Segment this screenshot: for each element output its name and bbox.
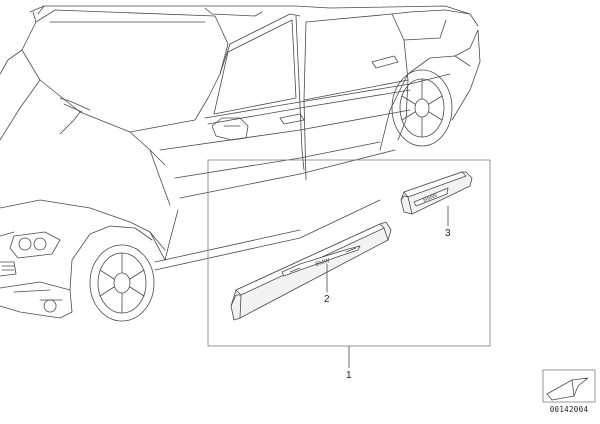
hood: [0, 49, 23, 75]
door-sill-strip-long: [230, 221, 392, 321]
front-bumper: [0, 281, 73, 319]
front-fender: [0, 199, 166, 251]
front-door-handle: [279, 113, 305, 125]
document-corner-icon: [542, 369, 596, 403]
document-number: 00142004: [549, 405, 589, 414]
sill-emblem-short: [413, 187, 449, 207]
front-wheel: [89, 244, 155, 322]
callout-2: 2: [324, 294, 330, 305]
car-illustration: [0, 5, 481, 322]
side-mirror: [211, 117, 249, 141]
sill-lettering-short: BMW: [423, 193, 439, 204]
sill-emblem-long: [281, 245, 361, 277]
headlight: [9, 231, 61, 259]
windshield: [21, 9, 229, 133]
front-window: [213, 19, 297, 115]
callout-3: 3: [445, 228, 451, 239]
callout-1: 1: [346, 370, 352, 381]
rear-window: [303, 13, 409, 101]
rear-door-handle: [371, 55, 399, 69]
sill-lettering-long: BMW: [315, 258, 331, 268]
door-sill-strip-short: [400, 171, 473, 215]
kidney-grille: [0, 261, 17, 277]
rear-wheel: [391, 69, 453, 147]
